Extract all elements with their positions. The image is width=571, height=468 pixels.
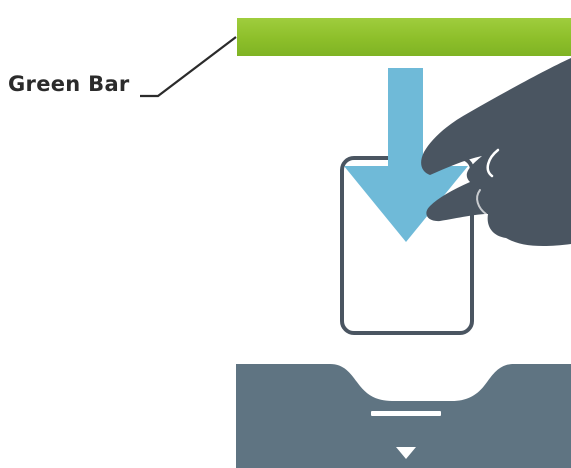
callout-leader-line: [140, 37, 236, 96]
card-tray-icon: [236, 364, 571, 468]
tray-slot-line: [371, 411, 441, 416]
hand-icon: [421, 58, 571, 246]
